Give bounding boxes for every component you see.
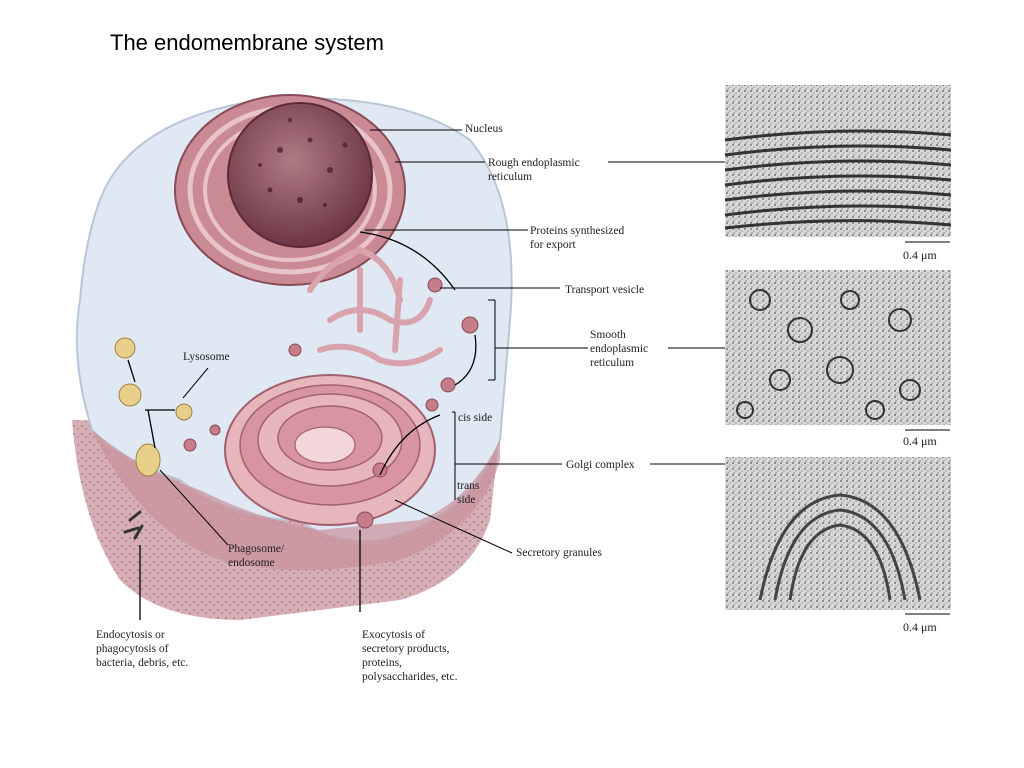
nucleus bbox=[227, 102, 373, 248]
label-endocytosis: Endocytosis or phagocytosis of bacteria,… bbox=[96, 629, 189, 669]
micrograph-smooth-er bbox=[725, 270, 951, 431]
label-cis-side: cis side bbox=[458, 412, 493, 424]
label-proteins-export: Proteins synthesized for export bbox=[530, 225, 625, 251]
lysosomes bbox=[114, 337, 193, 477]
label-secretory-granules: Secretory granules bbox=[516, 547, 602, 559]
scale-label-golgi: 0.4 μm bbox=[903, 620, 937, 634]
golgi-complex bbox=[224, 374, 436, 526]
micrograph-rough-er bbox=[724, 85, 952, 243]
scale-label-smooth-er: 0.4 μm bbox=[903, 434, 937, 448]
slide-title: The endomembrane system bbox=[110, 30, 384, 55]
vesicles bbox=[183, 277, 479, 529]
label-smooth-er: Smooth endoplasmic reticulum bbox=[590, 329, 649, 369]
scale-label-rough-er: 0.4 μm bbox=[903, 248, 937, 262]
label-phagosome: Phagosome/ endosome bbox=[228, 543, 285, 569]
bacteria bbox=[123, 510, 144, 540]
label-transport-vesicle: Transport vesicle bbox=[565, 284, 645, 296]
micrograph-golgi bbox=[725, 457, 951, 615]
label-nucleus: Nucleus bbox=[465, 123, 503, 135]
label-golgi-complex: Golgi complex bbox=[566, 459, 635, 471]
label-exocytosis: Exocytosis of secretory products, protei… bbox=[362, 629, 458, 683]
label-trans-side: trans side bbox=[457, 480, 480, 506]
label-lysosome: Lysosome bbox=[183, 351, 230, 363]
label-rough-er: Rough endoplasmic reticulum bbox=[488, 157, 580, 183]
smooth-er bbox=[307, 246, 443, 367]
